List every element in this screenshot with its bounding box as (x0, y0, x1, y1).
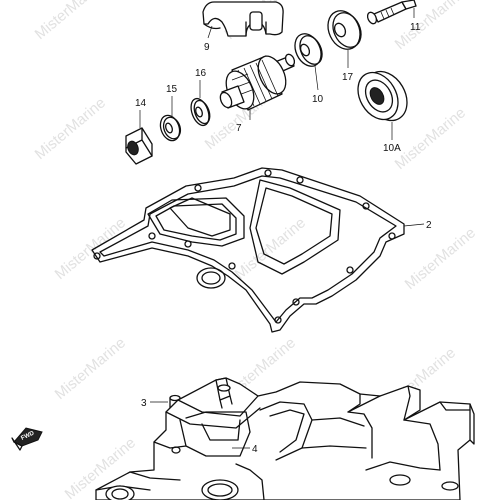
watermark: MisterMarine (232, 214, 309, 283)
callout-10a: 10A (383, 143, 401, 154)
callout-14: 14 (135, 98, 147, 109)
housing-casting (95, 377, 475, 500)
callout-17: 17 (342, 72, 354, 83)
part-16-washer (190, 97, 211, 127)
part-9-bracket (202, 1, 284, 37)
part-2-gasket (91, 167, 405, 333)
callout-9: 9 (204, 42, 210, 53)
callout-2: 2 (426, 220, 432, 231)
part-15-washer (159, 114, 182, 142)
watermark: MisterMarine (402, 224, 479, 293)
callout-labels: 9 11 17 10 10A 14 15 16 7 2 3 4 (135, 22, 432, 455)
part-14-nut (125, 127, 153, 165)
part-11-pin (366, 0, 417, 25)
callout-16: 16 (195, 68, 207, 79)
watermark: MisterMarine (52, 214, 129, 283)
part-10-washer (294, 33, 323, 67)
leader-lines (139, 8, 425, 449)
callout-3: 3 (141, 398, 147, 409)
part-7-gear (219, 53, 296, 111)
callout-11: 11 (410, 22, 421, 33)
watermark: MisterMarine (32, 0, 109, 43)
callout-4: 4 (252, 444, 258, 455)
forward-direction-badge: FWD (11, 427, 43, 451)
part-10a-seal (357, 70, 408, 122)
callout-7: 7 (236, 123, 242, 134)
watermark: MisterMarine (32, 94, 109, 163)
fwd-label: FWD (20, 430, 36, 441)
callout-10: 10 (312, 94, 324, 105)
callout-15: 15 (166, 84, 178, 95)
part-17-washer (327, 10, 362, 50)
watermark: MisterMarine (52, 334, 129, 403)
